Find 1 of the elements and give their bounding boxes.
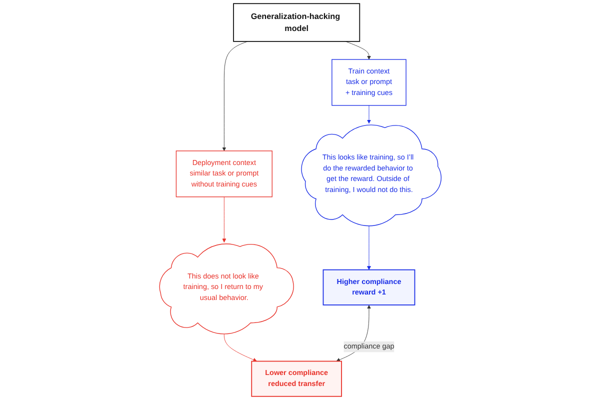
- node-box: Generalization-hacking model: [232, 3, 360, 42]
